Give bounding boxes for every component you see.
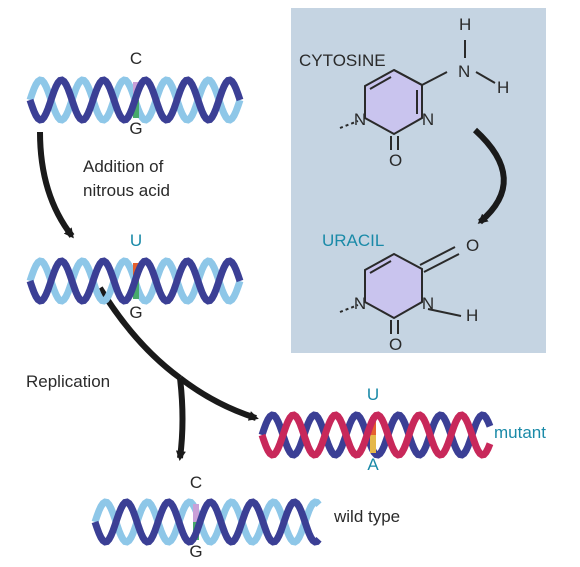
atom-n-amine: N (458, 62, 470, 81)
atom-n3: N (422, 110, 434, 129)
helix2-top-base: U (130, 231, 142, 250)
helix2-bottom-base: G (129, 303, 142, 322)
helix-strand-back (91, 498, 322, 546)
uracil-atom-n1: N (354, 294, 366, 313)
wild-type-label: wild type (333, 507, 400, 526)
cytosine-structure: CYTOSINE H N H N N O (299, 15, 509, 170)
uracil-ring (364, 252, 423, 320)
atom-h-right: H (497, 78, 509, 97)
base-pair-bottom (133, 100, 139, 118)
atom-o: O (389, 151, 402, 170)
helix-strand-front (91, 498, 322, 546)
chemistry-panel: CYTOSINE H N H N N O URACIL O N N H O (291, 8, 546, 354)
cytosine-label: CYTOSINE (299, 51, 386, 70)
uracil-atom-n3: N (422, 294, 434, 313)
base-pair-bottom (370, 435, 376, 453)
replication-label: Replication (26, 372, 110, 391)
mutant-label: mutant (494, 423, 546, 442)
helix-strand-front (26, 257, 244, 305)
replication-arrow-mutant (178, 375, 259, 421)
helix1-bottom-base: G (129, 119, 142, 138)
helix-strand-front (258, 411, 494, 459)
replication-arrow-wildtype (175, 377, 186, 461)
uracil-atom-h: H (466, 306, 478, 325)
conversion-arrow (472, 127, 507, 225)
atom-n1: N (354, 110, 366, 129)
helix4-bottom-base: G (189, 542, 202, 561)
helix3-bottom-base: A (367, 455, 379, 474)
atom-h-top: H (459, 15, 471, 34)
nitrous-acid-arrow (37, 131, 75, 239)
uracil-structure: URACIL O N N H O (322, 231, 479, 354)
uracil-label: URACIL (322, 231, 384, 250)
helix1-top-base: C (130, 49, 142, 68)
dna-helix-original (26, 76, 244, 124)
helix3-top-base: U (367, 385, 379, 404)
dna-helix-mutant (258, 411, 494, 459)
uracil-atom-o-top: O (466, 236, 479, 255)
dna-helix-wildtype (91, 498, 322, 546)
helix-strand-front (26, 76, 244, 124)
helix4-top-base: C (190, 473, 202, 492)
base-pair-top (193, 504, 199, 522)
base-pair-bottom (133, 281, 139, 299)
dna-helix-deaminated (26, 257, 244, 305)
step-label-line1: Addition of (83, 157, 164, 176)
uracil-atom-o: O (389, 335, 402, 354)
step-label-line2: nitrous acid (83, 181, 170, 200)
